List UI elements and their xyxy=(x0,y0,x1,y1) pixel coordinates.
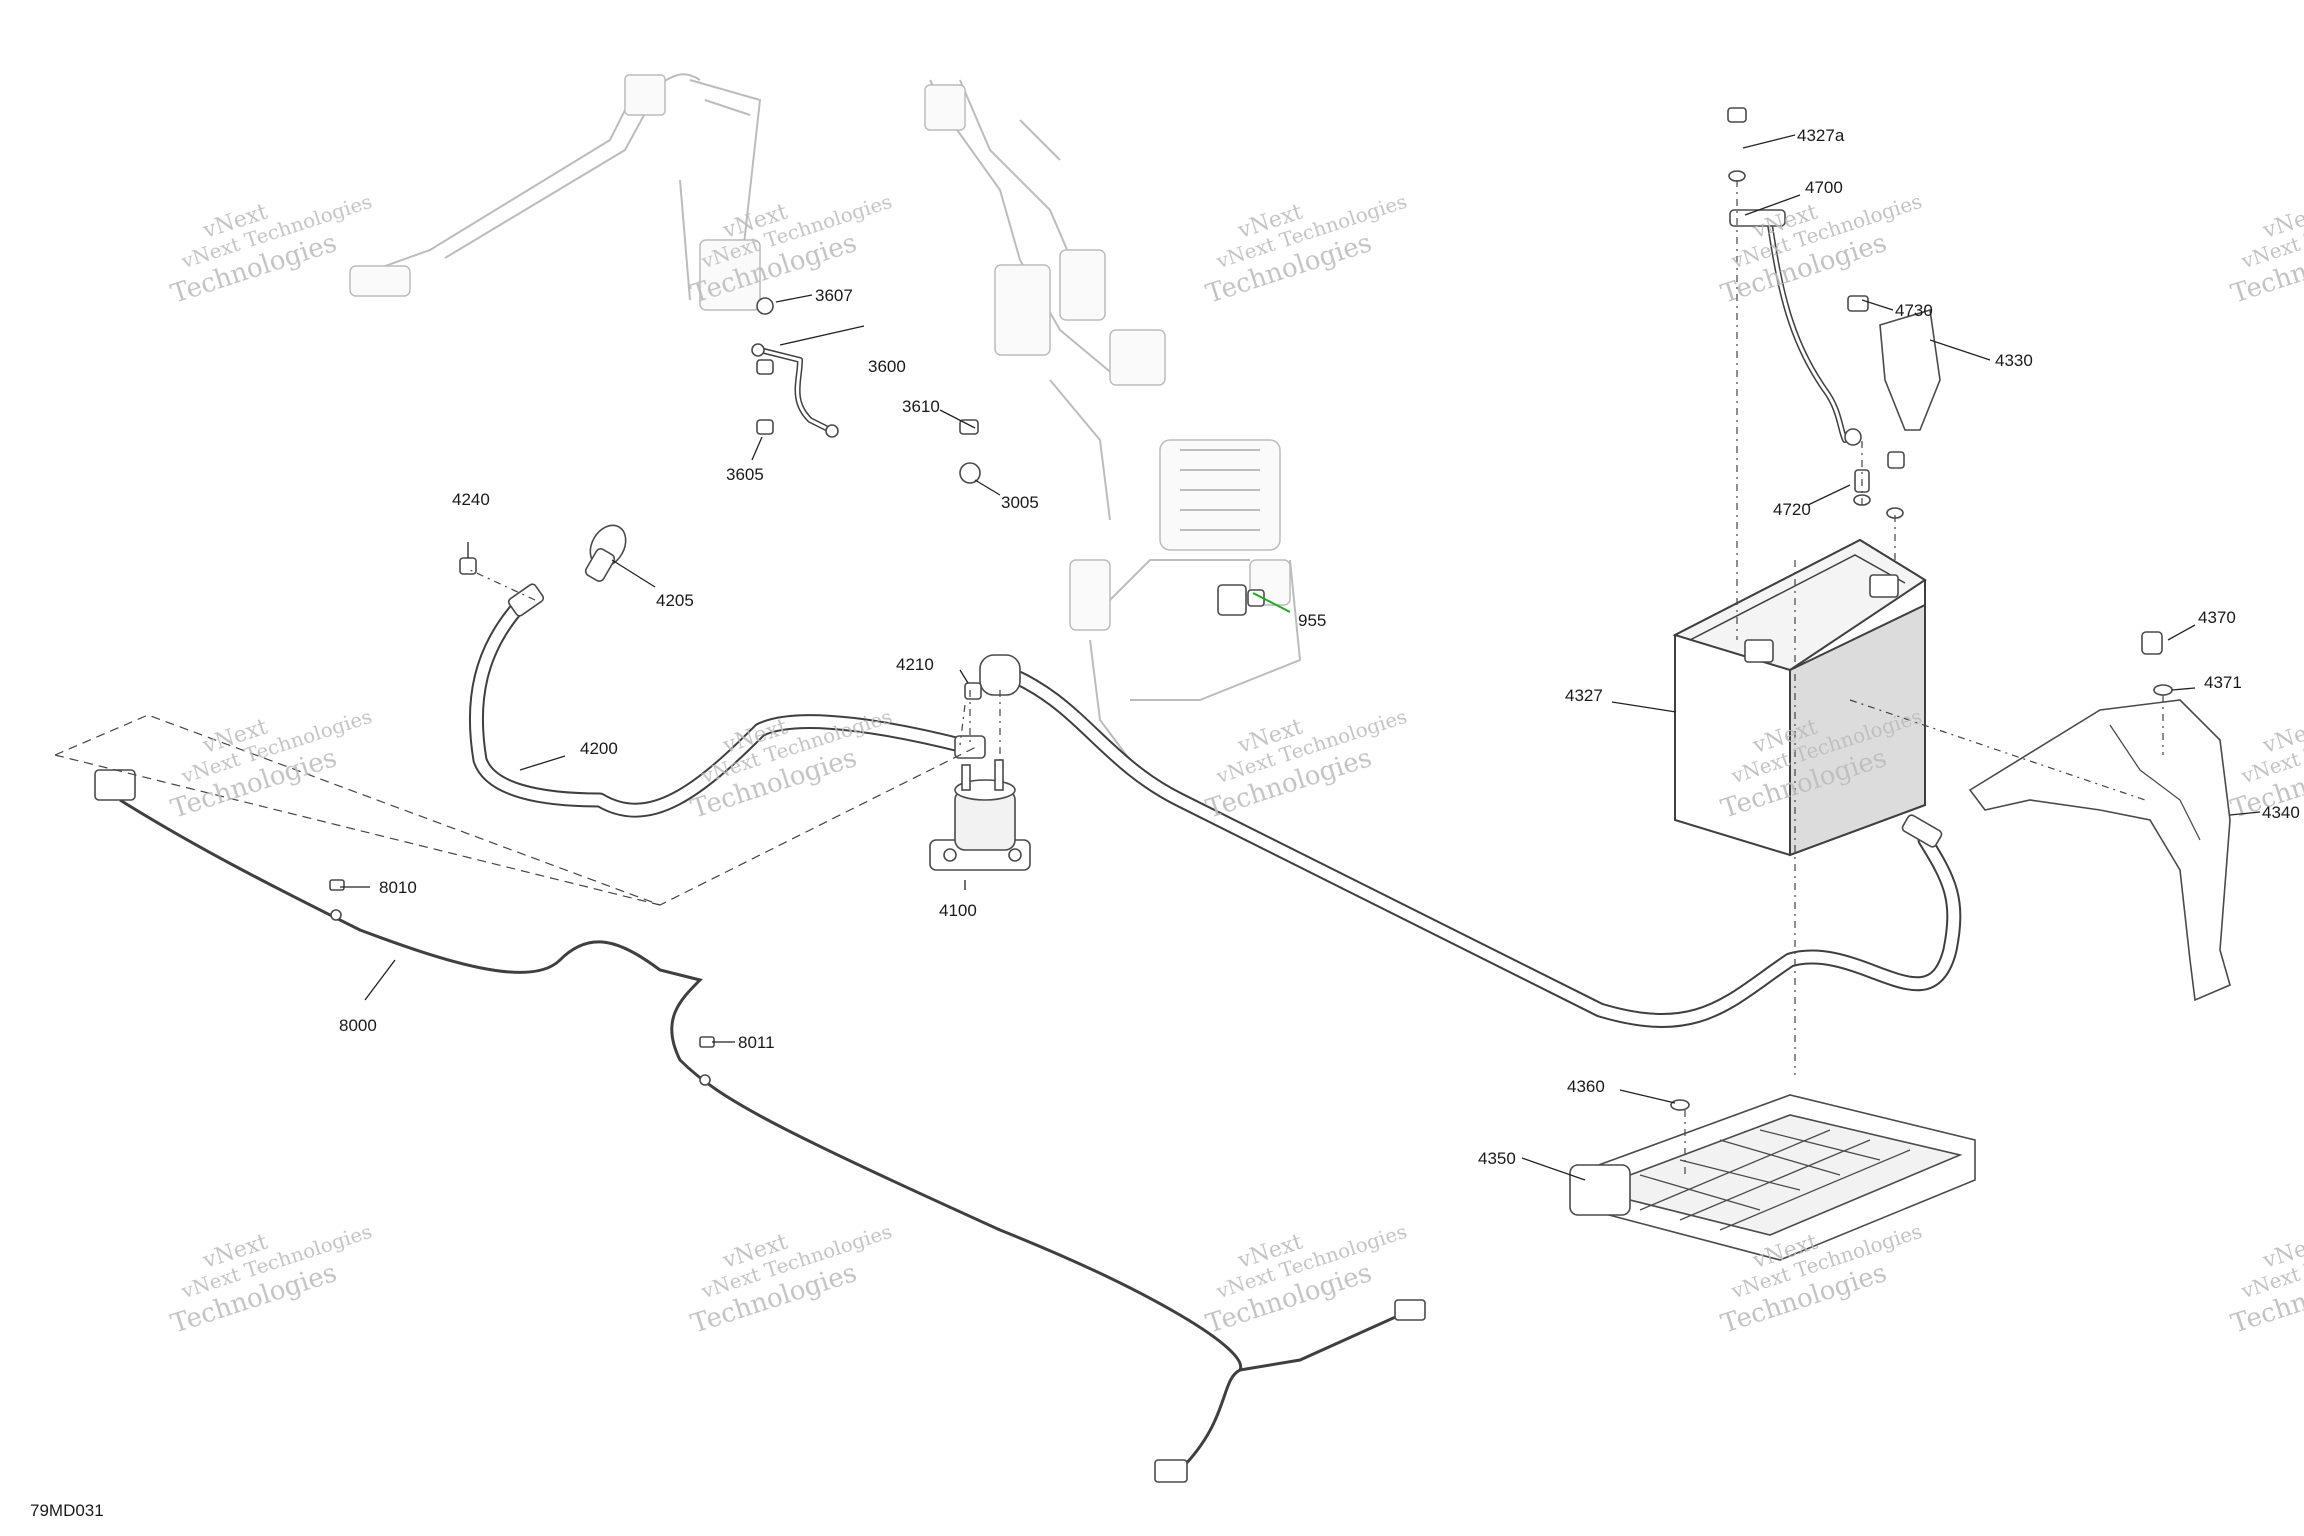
hardware-parts xyxy=(329,419,1265,1048)
callout-3610: 3610 xyxy=(902,397,940,416)
callout-4200: 4200 xyxy=(580,739,618,758)
callout-labels: 4327a 4700 4730 4330 4720 3607 3600 3610… xyxy=(339,126,2300,1168)
callout-4340: 4340 xyxy=(2262,803,2300,822)
cable-3600 xyxy=(751,297,839,438)
callout-4360: 4360 xyxy=(1567,1077,1605,1096)
bracket-4340 xyxy=(1968,631,2231,1002)
callout-4210: 4210 xyxy=(896,655,934,674)
callout-8010: 8010 xyxy=(379,878,417,897)
harness-8000 xyxy=(94,769,1426,1483)
leader-lines xyxy=(340,134,2261,1181)
callout-4205: 4205 xyxy=(656,591,694,610)
callout-3605: 3605 xyxy=(726,465,764,484)
battery-tray-4350 xyxy=(1569,1094,1976,1261)
callout-4371: 4371 xyxy=(2204,673,2242,692)
assembly-lines xyxy=(54,180,2164,1175)
callout-4327: 4327 xyxy=(1565,686,1603,705)
callout-8000: 8000 xyxy=(339,1016,377,1035)
callout-4350: 4350 xyxy=(1478,1149,1516,1168)
callout-4730: 4730 xyxy=(1895,301,1933,320)
callout-3600: 3600 xyxy=(868,357,906,376)
solenoid-4100 xyxy=(929,759,1031,871)
callout-4100: 4100 xyxy=(939,901,977,920)
cable-4200 xyxy=(468,583,986,818)
callout-4240: 4240 xyxy=(452,490,490,509)
callout-3607: 3607 xyxy=(815,286,853,305)
callout-4700: 4700 xyxy=(1805,178,1843,197)
callout-3005: 3005 xyxy=(1001,493,1039,512)
callout-8011: 8011 xyxy=(738,1033,775,1052)
callout-4370: 4370 xyxy=(2198,608,2236,627)
cable-battery-main xyxy=(979,654,1962,1028)
callout-4330: 4330 xyxy=(1995,351,2033,370)
battery-4327 xyxy=(1672,538,1927,857)
diagram-id: 79MD031 xyxy=(30,1501,104,1520)
callout-955: 955 xyxy=(1298,611,1326,630)
callout-4327a: 4327a xyxy=(1797,126,1845,145)
callout-4720: 4720 xyxy=(1773,500,1811,519)
